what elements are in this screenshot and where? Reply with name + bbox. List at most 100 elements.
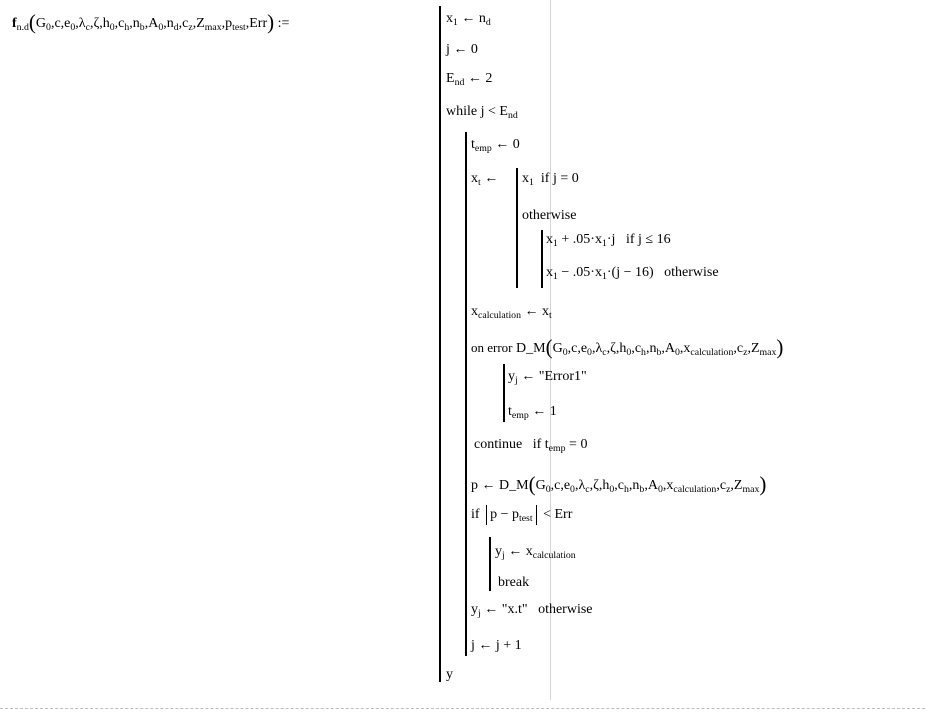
call-args: G0,c,e0,λc,ζ,h0,ch,nb,A0, (536, 478, 667, 495)
line-on-error[interactable]: on error D_M(G0,c,e0,λc,ζ,h0,ch,nb,A0,xc… (471, 335, 784, 359)
assign-arrow: ← (484, 602, 499, 617)
param-sub: 0 (570, 484, 575, 495)
case-otherwise[interactable]: otherwise (522, 208, 577, 223)
sub: emp (548, 443, 566, 454)
function-definition[interactable]: fn.d(G0,c,e0,λc,ζ,h0,ch,nb,A0,nd,cz,Zmax… (12, 10, 290, 33)
param-sub: 0 (609, 484, 615, 495)
comma: , (50, 16, 55, 31)
sub: 1 (601, 271, 607, 282)
sub: calculation (532, 550, 576, 561)
param-sub: 0 (109, 22, 115, 33)
var-t: t (471, 137, 475, 152)
var-x: x (546, 265, 553, 280)
function-name: f (12, 16, 17, 31)
line-xcalc-assign[interactable]: xcalculation ← xt (471, 304, 552, 321)
program-bar-otherwise (541, 230, 543, 288)
param-sub: 0 (587, 347, 592, 358)
sub: d (485, 17, 491, 28)
param-sub: c (602, 347, 607, 358)
sub: t (548, 310, 552, 321)
comma: , (589, 478, 594, 493)
comma: , (661, 341, 665, 356)
program-bar-if (489, 537, 491, 591)
line-end-init[interactable]: End ← 2 (446, 71, 493, 88)
var-n: n (478, 11, 486, 26)
param: c (54, 16, 61, 31)
param-sub: c (85, 22, 90, 33)
param-sub: z (726, 484, 731, 495)
assign-arrow: ← (524, 304, 539, 319)
assign-arrow: ← (521, 369, 536, 384)
param-sub: b (639, 484, 645, 495)
call-name: D_M (499, 478, 529, 493)
comma: , (60, 16, 65, 31)
keyword-otherwise: otherwise (538, 602, 593, 617)
param: p (225, 16, 233, 31)
keyword-on-error: on error (471, 340, 513, 355)
expr-tail: ·j (606, 232, 616, 247)
param-sub: z (743, 347, 748, 358)
condition: < Err (543, 507, 573, 523)
line-return[interactable]: y (446, 667, 453, 682)
sub: 1 (453, 17, 458, 28)
sub: 1 (553, 238, 558, 249)
comma: , (129, 16, 133, 31)
param: Z (733, 478, 743, 493)
assign-value: ← 2 (467, 71, 493, 86)
line-temp-init[interactable]: temp ← 0 (471, 137, 520, 154)
line-x1-init[interactable]: x1 ← nd (446, 11, 491, 28)
case-otherwise-2[interactable]: x1 − .05·x1·(j − 16) otherwise (546, 265, 719, 282)
param: c (182, 16, 189, 31)
var-x: x (666, 478, 674, 493)
param: A (148, 16, 159, 31)
line-continue[interactable]: continue if temp = 0 (474, 437, 587, 454)
param: λ (578, 478, 586, 493)
condition: j < (480, 104, 496, 119)
program-bar-error (503, 364, 505, 422)
comma: , (614, 478, 618, 493)
param-sub: h (124, 22, 130, 33)
assign-value: ← 1 (532, 404, 557, 419)
param-sub: 0 (626, 347, 632, 358)
close-paren: ) (776, 335, 784, 359)
line-y-error[interactable]: yj ← "Error1" (508, 369, 587, 386)
line-p-assign[interactable]: p ← D_M(G0,c,e0,λc,ζ,h0,ch,nb,A0,xcalcul… (471, 472, 767, 496)
comma: , (606, 341, 611, 356)
line-if-abs[interactable]: if p − ptest < Err (471, 505, 572, 525)
line-xt-assign[interactable]: xt ← (471, 172, 498, 188)
line-y-xt[interactable]: yj ← "x.t" otherwise (471, 602, 593, 619)
sub: calculation (673, 484, 717, 495)
comma: , (178, 16, 183, 31)
case-j-zero[interactable]: x1 if j = 0 (522, 172, 579, 188)
var-x: x (446, 11, 453, 26)
param-sub: 0 (70, 22, 76, 33)
program-bar-main (439, 6, 441, 682)
keyword-while: while (446, 104, 478, 119)
assign-arrow: ← (481, 478, 496, 493)
call-name: D_M (516, 341, 546, 356)
param: c (617, 478, 625, 493)
comma: , (628, 478, 633, 493)
var-y: y (471, 602, 478, 617)
program-bar-xt (516, 168, 518, 288)
line-j-increment[interactable]: j ← j + 1 (471, 638, 522, 653)
var-y: y (495, 544, 502, 559)
param: Z (196, 16, 205, 31)
close-paren: ) (759, 472, 767, 496)
param-sub: b (139, 22, 145, 33)
sub: nd (507, 110, 518, 121)
line-break[interactable]: break (498, 575, 530, 590)
expr: p − p (490, 507, 519, 523)
line-y-calc[interactable]: yj ← xcalculation (495, 544, 576, 561)
line-j-init[interactable]: j ← 0 (446, 42, 478, 57)
assign-operator: := (277, 16, 290, 31)
line-temp-set[interactable]: temp ← 1 (508, 404, 557, 421)
param: e (580, 341, 588, 356)
sub: j (515, 375, 518, 386)
param: G (552, 341, 563, 356)
line-while[interactable]: while j < End (446, 104, 518, 121)
var-t: t (544, 437, 549, 452)
case-j-le-16[interactable]: x1 + .05·x1·j if j ≤ 16 (546, 232, 671, 249)
param: e (64, 16, 71, 31)
param-sub: b (656, 347, 662, 358)
